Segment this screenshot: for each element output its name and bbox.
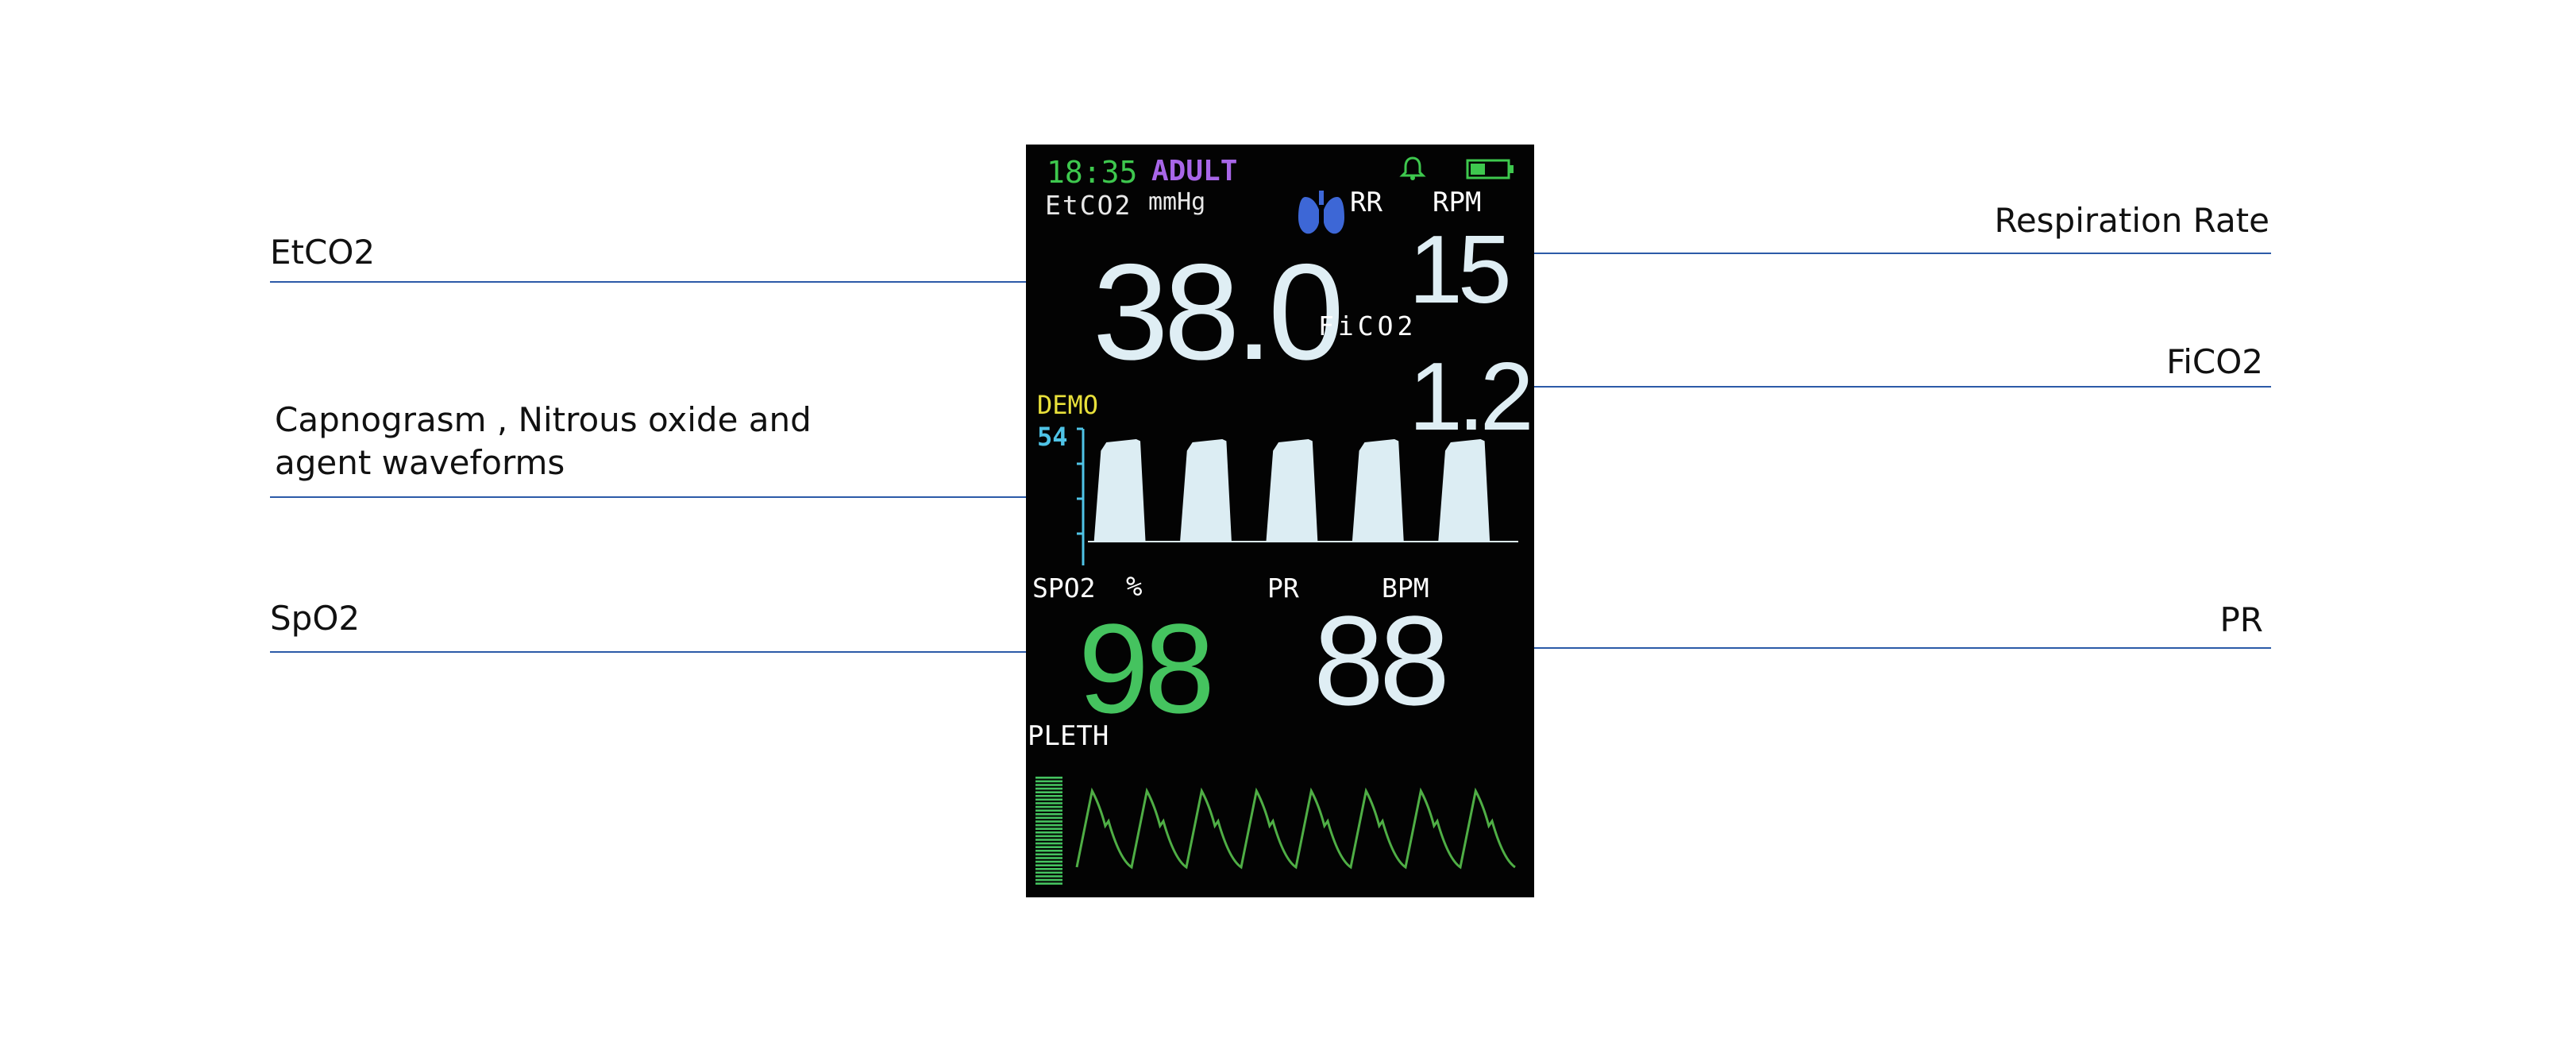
perfusion-bar-segment [1035, 831, 1062, 834]
perfusion-bar-segment [1035, 777, 1062, 779]
perfusion-bar-segment [1035, 860, 1062, 863]
perfusion-bar-segment [1035, 798, 1062, 801]
pleth-waveform [1075, 787, 1516, 870]
capnogram-scale [1077, 427, 1085, 565]
demo-label: DEMO [1037, 390, 1099, 420]
capnogram-waveform [1077, 427, 1518, 565]
perfusion-bar-segment [1035, 816, 1062, 820]
callout-etco2: EtCO2 [270, 233, 376, 272]
pleth-label: PLETH [1028, 720, 1109, 752]
perfusion-bar-segment [1035, 813, 1062, 816]
pr-value: 88 [1313, 589, 1450, 731]
lungs-icon [1298, 191, 1344, 234]
rr-unit: RPM [1433, 187, 1482, 218]
perfusion-bar-segment [1035, 882, 1062, 885]
perfusion-bar-segment [1035, 805, 1062, 808]
battery-icon [1466, 159, 1514, 179]
pr-unit: BPM [1382, 573, 1429, 604]
perfusion-bar-segment [1035, 871, 1062, 874]
rr-label: RR [1350, 187, 1382, 218]
monitor-screen: 18:35 ADULT EtCO2 mmHg 38.0 RR RPM 15 Fi… [1026, 145, 1534, 897]
bell-icon [1399, 156, 1426, 180]
perfusion-bar-graph [1035, 777, 1062, 885]
leader-line-respiration-rate [1517, 253, 2271, 254]
leader-line-fico2 [1517, 386, 2271, 388]
perfusion-bar-segment [1035, 827, 1062, 830]
perfusion-bar-segment [1035, 853, 1062, 856]
spo2-value: 98 [1078, 597, 1215, 739]
callout-capnogram-line1: Capnograsm , Nitrous oxide and [275, 400, 812, 439]
leader-line-spo2 [270, 651, 1026, 653]
leader-line-etco2 [270, 281, 1026, 283]
callout-spo2: SpO2 [270, 599, 361, 638]
etco2-label: EtCO2 [1045, 190, 1132, 221]
callout-capnogram-line2: agent waveforms [275, 443, 565, 482]
perfusion-bar-segment [1035, 820, 1062, 823]
fico2-value: 1.2 [1409, 342, 1534, 450]
perfusion-bar-segment [1035, 850, 1062, 852]
perfusion-bar-segment [1035, 824, 1062, 827]
pr-label: PR [1267, 573, 1299, 604]
callout-fico2: FiCO2 [2166, 342, 2263, 381]
perfusion-bar-segment [1035, 857, 1062, 859]
fico2-label: FiCO2 [1318, 310, 1417, 341]
perfusion-bar-segment [1035, 802, 1062, 804]
clock-time: 18:35 [1047, 155, 1138, 190]
callout-respiration-rate: Respiration Rate [1994, 201, 2269, 240]
perfusion-bar-segment [1035, 787, 1062, 790]
perfusion-bar-segment [1035, 809, 1062, 812]
capno-scale-max: 54 [1037, 422, 1068, 452]
perfusion-bar-segment [1035, 868, 1062, 870]
leader-line-capnogram [270, 496, 1026, 498]
perfusion-bar-segment [1035, 878, 1062, 881]
perfusion-bar-segment [1035, 795, 1062, 797]
spo2-unit: % [1126, 571, 1143, 603]
perfusion-bar-segment [1035, 839, 1062, 841]
callout-pr: PR [2219, 600, 2263, 639]
capnogram-trace [1088, 438, 1518, 542]
etco2-value: 38.0 [1093, 236, 1344, 388]
perfusion-bar-segment [1035, 835, 1062, 838]
leader-line-pr [1517, 647, 2271, 649]
perfusion-bar-segment [1035, 784, 1062, 786]
perfusion-bar-segment [1035, 846, 1062, 848]
perfusion-bar-segment [1035, 780, 1062, 783]
perfusion-bar-segment [1035, 842, 1062, 845]
perfusion-bar-segment [1035, 864, 1062, 866]
perfusion-bar-segment [1035, 875, 1062, 878]
spo2-label: SPO2 [1032, 573, 1096, 604]
patient-mode: ADULT [1151, 155, 1238, 187]
etco2-unit: mmHg [1148, 188, 1206, 216]
pleth-trace [1075, 787, 1516, 870]
rr-value: 15 [1409, 215, 1512, 323]
perfusion-bar-segment [1035, 791, 1062, 793]
